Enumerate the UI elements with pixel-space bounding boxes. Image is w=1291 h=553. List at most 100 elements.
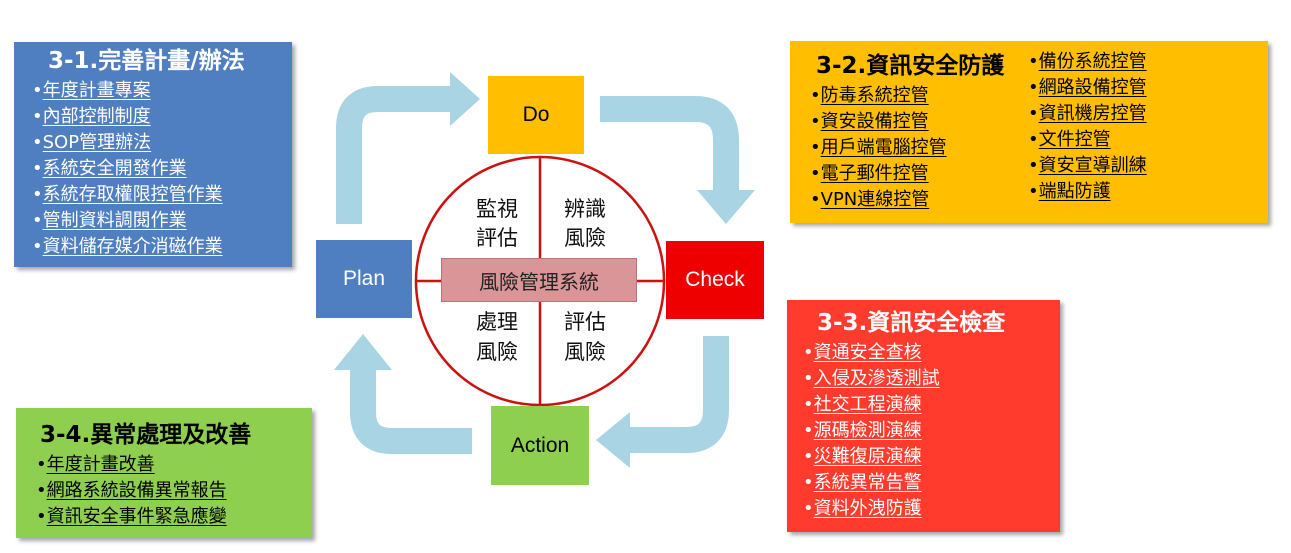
list-item: •備份系統控管 xyxy=(1028,49,1147,75)
node-action: Action xyxy=(491,406,589,485)
bullet-icon: • xyxy=(803,368,814,389)
list-item-text: 用戶端電腦控管 xyxy=(820,137,947,158)
list-item: •系統存取權限控管作業 xyxy=(32,182,292,208)
bullet-icon: • xyxy=(1028,181,1039,202)
list-item: •電子郵件控管 xyxy=(810,161,947,187)
bullet-icon: • xyxy=(803,394,814,415)
bullet-icon: • xyxy=(32,80,43,101)
list-item: •網路系統設備異常報告 xyxy=(36,478,312,504)
panel-do-list-b: •備份系統控管•網路設備控管•資訊機房控管•文件控管•資安宣導訓練•端點防護 xyxy=(1028,49,1147,205)
bullet-icon: • xyxy=(32,184,43,205)
list-item: •資安設備控管 xyxy=(810,109,947,135)
list-item-text: 資訊機房控管 xyxy=(1038,103,1147,124)
bullet-icon: • xyxy=(32,106,43,127)
list-item: •端點防護 xyxy=(1028,179,1147,205)
list-item: •系統安全開發作業 xyxy=(32,156,292,182)
bullet-icon: • xyxy=(810,163,821,184)
list-item-text: 資訊安全事件緊急應變 xyxy=(46,506,227,527)
arrow-check-to-action xyxy=(596,336,729,468)
list-item: •防毒系統控管 xyxy=(810,83,947,109)
panel-check-inspection: 3-3.資訊安全檢查 •資通安全查核•入侵及滲透測試•社交工程演練•源碼檢測演練… xyxy=(787,300,1060,532)
quadrant-top-left-line2: 評估 xyxy=(476,226,518,250)
center-label-risk-management-system: 風險管理系統 xyxy=(441,258,637,302)
arrow-do-to-check xyxy=(600,96,755,224)
list-item: •資安宣導訓練 xyxy=(1028,153,1147,179)
list-item: •資訊機房控管 xyxy=(1028,101,1147,127)
list-item: •社交工程演練 xyxy=(803,392,1060,418)
bullet-icon: • xyxy=(32,158,43,179)
bullet-icon: • xyxy=(1028,77,1039,98)
list-item-text: SOP管理辦法 xyxy=(42,132,152,153)
list-item-text: 資安設備控管 xyxy=(820,111,929,132)
list-item: •VPN連線控管 xyxy=(810,187,947,213)
list-item-text: 資料儲存媒介消磁作業 xyxy=(42,236,223,257)
node-plan: Plan xyxy=(316,240,412,318)
panel-do-protection: 3-2.資訊安全防護 •防毒系統控管•資安設備控管•用戶端電腦控管•電子郵件控管… xyxy=(790,41,1268,223)
list-item-text: 入侵及滲透測試 xyxy=(813,368,940,389)
list-item: •源碼檢測演練 xyxy=(803,418,1060,444)
bullet-icon: • xyxy=(803,498,814,519)
bullet-icon: • xyxy=(803,420,814,441)
quadrant-top-left-line1: 監視 xyxy=(476,197,518,221)
list-item: •資料儲存媒介消磁作業 xyxy=(32,234,292,260)
panel-plan-list: •年度計畫專案•內部控制制度•SOP管理辦法•系統安全開發作業•系統存取權限控管… xyxy=(32,78,292,260)
list-item-text: 系統存取權限控管作業 xyxy=(42,184,223,205)
list-item: •資料外洩防護 xyxy=(803,496,1060,522)
quadrant-top-right-line1: 辨識 xyxy=(564,197,606,221)
bullet-icon: • xyxy=(36,480,47,501)
list-item-text: 資安宣導訓練 xyxy=(1038,155,1147,176)
list-item-text: 端點防護 xyxy=(1038,181,1111,202)
list-item: •災難復原演練 xyxy=(803,444,1060,470)
panel-plan-policies: 3-1.完善計畫/辦法 •年度計畫專案•內部控制制度•SOP管理辦法•系統安全開… xyxy=(14,42,292,267)
list-item-text: VPN連線控管 xyxy=(820,189,930,210)
bullet-icon: • xyxy=(36,506,47,527)
bullet-icon: • xyxy=(1028,51,1039,72)
panel-action-improvement: 3-4.異常處理及改善 •年度計畫改善•網路系統設備異常報告•資訊安全事件緊急應… xyxy=(16,408,312,538)
panel-check-title: 3-3.資訊安全檢查 xyxy=(817,310,1006,336)
bullet-icon: • xyxy=(810,85,821,106)
list-item-text: 資通安全查核 xyxy=(813,342,922,363)
bullet-icon: • xyxy=(32,210,43,231)
list-item-text: 社交工程演練 xyxy=(813,394,922,415)
list-item: •文件控管 xyxy=(1028,127,1147,153)
list-item-text: 系統異常告警 xyxy=(813,472,922,493)
list-item-text: 年度計畫專案 xyxy=(42,80,151,101)
list-item: •內部控制制度 xyxy=(32,104,292,130)
list-item-text: 年度計畫改善 xyxy=(46,454,155,475)
bullet-icon: • xyxy=(1028,103,1039,124)
quadrant-bottom-left-line2: 風險 xyxy=(476,340,518,364)
list-item: •年度計畫專案 xyxy=(32,78,292,104)
bullet-icon: • xyxy=(32,132,43,153)
arrow-plan-to-do xyxy=(336,72,480,224)
bullet-icon: • xyxy=(810,189,821,210)
quadrant-top-right-line2: 風險 xyxy=(564,226,606,250)
panel-do-title: 3-2.資訊安全防護 xyxy=(816,53,1005,79)
list-item: •資通安全查核 xyxy=(803,340,1060,366)
bullet-icon: • xyxy=(32,236,43,257)
panel-action-list: •年度計畫改善•網路系統設備異常報告•資訊安全事件緊急應變 xyxy=(36,452,312,530)
list-item: •網路設備控管 xyxy=(1028,75,1147,101)
list-item-text: 系統安全開發作業 xyxy=(42,158,187,179)
node-do: Do xyxy=(488,76,584,154)
panel-check-list: •資通安全查核•入侵及滲透測試•社交工程演練•源碼檢測演練•災難復原演練•系統異… xyxy=(803,340,1060,522)
list-item: •入侵及滲透測試 xyxy=(803,366,1060,392)
list-item-text: 網路設備控管 xyxy=(1038,77,1147,98)
list-item-text: 源碼檢測演練 xyxy=(813,420,922,441)
list-item-text: 災難復原演練 xyxy=(813,446,922,467)
list-item: •系統異常告警 xyxy=(803,470,1060,496)
bullet-icon: • xyxy=(803,446,814,467)
bullet-icon: • xyxy=(810,111,821,132)
quadrant-bottom-left-line1: 處理 xyxy=(476,310,518,334)
list-item-text: 網路系統設備異常報告 xyxy=(46,480,227,501)
bullet-icon: • xyxy=(803,472,814,493)
quadrant-bottom-right-line1: 評估 xyxy=(564,310,606,334)
list-item-text: 管制資料調閱作業 xyxy=(42,210,187,231)
bullet-icon: • xyxy=(36,454,47,475)
list-item: •資訊安全事件緊急應變 xyxy=(36,504,312,530)
list-item-text: 內部控制制度 xyxy=(42,106,151,127)
panel-do-list-a: •防毒系統控管•資安設備控管•用戶端電腦控管•電子郵件控管•VPN連線控管 xyxy=(810,83,947,213)
list-item: •用戶端電腦控管 xyxy=(810,135,947,161)
list-item: •年度計畫改善 xyxy=(36,452,312,478)
quadrant-bottom-right-line2: 風險 xyxy=(564,340,606,364)
bullet-icon: • xyxy=(1028,129,1039,150)
